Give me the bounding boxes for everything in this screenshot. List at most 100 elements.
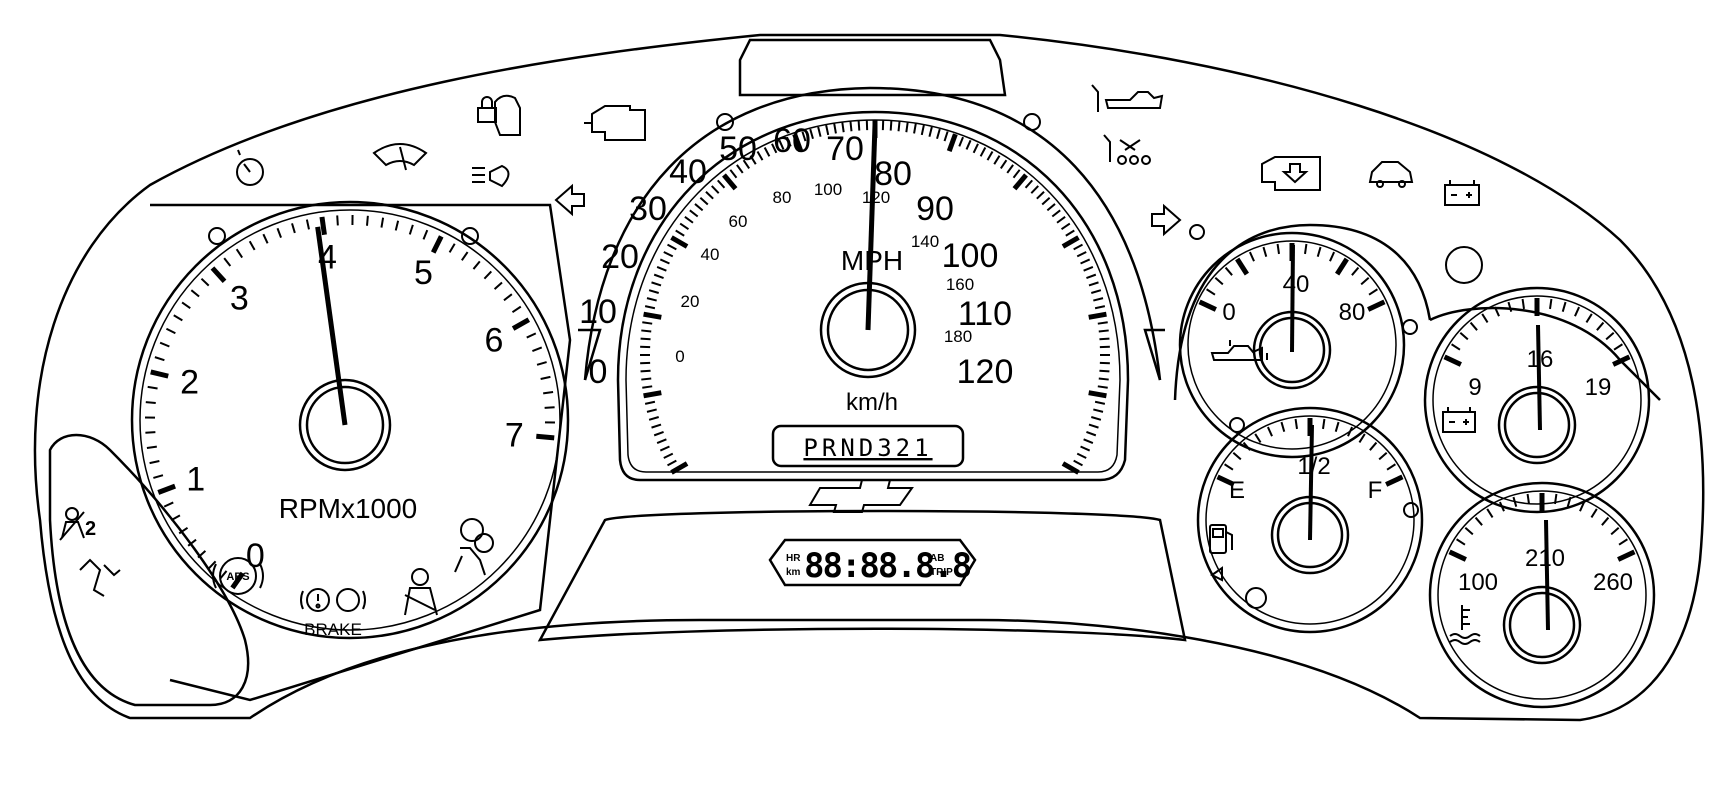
oil-tick xyxy=(1226,268,1233,276)
oil-tick xyxy=(1263,247,1266,257)
speedo-tick xyxy=(959,137,963,146)
mount-hole xyxy=(1024,114,1040,130)
speedo-tick xyxy=(1093,409,1103,411)
odometer-digits: 88:88.8.8 xyxy=(804,546,971,586)
left-pad xyxy=(50,435,248,705)
speedo-tick xyxy=(657,267,666,271)
mph-label: 100 xyxy=(942,237,999,275)
tach-tick xyxy=(160,343,169,347)
fuel-tick xyxy=(1233,453,1241,460)
fuel-label-half: 1/2 xyxy=(1297,453,1330,480)
mph-label: 40 xyxy=(669,153,707,191)
tach-tick xyxy=(495,282,502,289)
speedo-tick xyxy=(1001,160,1007,168)
fuel-gauge: E 1/2 F xyxy=(1198,408,1422,632)
oil-tick xyxy=(1361,278,1369,285)
speedo-tick xyxy=(1014,175,1026,189)
tach-tick xyxy=(158,486,175,492)
tach-tick xyxy=(423,230,427,239)
speedo-tick xyxy=(758,151,763,160)
speedo-tick xyxy=(1077,454,1086,458)
mph-label: 20 xyxy=(601,238,639,276)
speedo-tick xyxy=(1031,186,1038,193)
tach-tick xyxy=(532,347,541,351)
speedo-tick xyxy=(695,204,703,210)
kmh-label: 80 xyxy=(773,188,792,207)
tach-tick xyxy=(148,387,158,389)
service-wrench-icon xyxy=(1104,135,1150,164)
tach-tick xyxy=(527,333,536,337)
speedo-tick xyxy=(664,252,673,256)
speedo-tick xyxy=(641,330,651,331)
speedo-tick xyxy=(676,230,684,235)
abs-label: ABS xyxy=(226,571,249,583)
volt-label-low: 9 xyxy=(1468,374,1481,401)
temp-label-high: 260 xyxy=(1593,569,1633,596)
oil-tick xyxy=(1250,252,1254,261)
mph-label: 60 xyxy=(773,122,811,160)
speedo-tick xyxy=(712,186,719,193)
oil-label-mid: 40 xyxy=(1283,271,1310,298)
speedo-tick xyxy=(1095,306,1105,308)
tach-label: 7 xyxy=(505,416,524,454)
check-engine-icon xyxy=(1262,157,1320,190)
oil-tick xyxy=(1352,268,1359,276)
temp-tick xyxy=(1513,497,1516,507)
fuel-tick xyxy=(1336,422,1339,432)
speedo-tick xyxy=(1099,371,1109,372)
temp-tick xyxy=(1602,518,1609,526)
speedo-tick xyxy=(706,192,713,199)
battery-telltale-icon xyxy=(1445,180,1479,205)
gear-indicator: PRND321 xyxy=(803,434,932,462)
speedo-needle xyxy=(868,125,875,330)
speedo-tick xyxy=(1066,230,1074,235)
speedo-tick xyxy=(660,447,669,451)
airbag-count: 2 xyxy=(85,518,96,540)
odometer-trip: TRIP xyxy=(930,567,953,578)
volt-tick xyxy=(1614,344,1622,349)
oil-label-low: 0 xyxy=(1222,299,1235,326)
tach-tick xyxy=(277,228,281,237)
speedo-tick xyxy=(1081,259,1090,263)
tach-tick xyxy=(410,225,413,235)
oil-tick xyxy=(1368,302,1384,310)
tach-label: 2 xyxy=(180,363,199,401)
kmh-label: 20 xyxy=(681,292,700,311)
tach-tick xyxy=(146,402,156,403)
mph-label: 10 xyxy=(579,293,617,331)
speedo-tick xyxy=(649,417,659,420)
speedo-tick xyxy=(899,121,900,131)
fuel-label-full: F xyxy=(1368,477,1383,504)
oil-tick xyxy=(1369,289,1377,294)
speedo-tick xyxy=(671,238,687,247)
speedo-tick xyxy=(654,432,663,435)
speedo-tick xyxy=(652,282,662,285)
speedo-tick xyxy=(994,156,999,164)
odometer-km: km xyxy=(786,567,801,578)
mph-label: 70 xyxy=(826,130,864,168)
tach-tick xyxy=(263,234,267,243)
vehicle-icon xyxy=(1370,162,1412,187)
tach-ticks xyxy=(145,215,555,588)
speedo-tick xyxy=(647,298,657,300)
speedo-tick xyxy=(945,132,948,142)
fuel-tick xyxy=(1379,453,1387,460)
service-oil-icon xyxy=(1092,85,1162,112)
mph-label: 30 xyxy=(629,190,667,228)
tach-tick xyxy=(155,357,165,360)
speedo-tick xyxy=(929,127,931,137)
fuel-tick xyxy=(1323,419,1324,429)
turn-right-icon xyxy=(1152,206,1180,234)
speedo-tick xyxy=(1062,224,1070,230)
speedo-tick xyxy=(644,393,662,396)
volt-tick xyxy=(1452,344,1460,349)
mount-hole xyxy=(1403,320,1417,334)
mount-hole xyxy=(1190,225,1204,239)
temp-tick xyxy=(1457,539,1465,544)
oil-tick xyxy=(1207,289,1215,294)
volt-tick xyxy=(1508,302,1511,312)
tach-tick xyxy=(396,221,398,231)
kmh-label: 60 xyxy=(729,212,748,231)
tach-tick xyxy=(484,271,491,278)
